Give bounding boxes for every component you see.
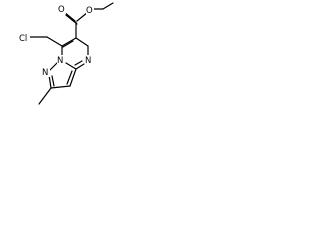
ring-n-c8a-bond: [75, 63, 85, 70]
ethyl-ch3-bond: [102, 2, 114, 10]
pyrazole-c3-c3a-inner-bond: [66, 70, 73, 85]
ring-c6-c7-bond: [75, 37, 89, 47]
carbonyl-oxygen-label: O: [58, 5, 65, 15]
ring-n-c8a-inner-bond: [74, 60, 83, 66]
chemical-structure-diagram: Cl O O N N N: [18, 2, 114, 105]
pyrazole-nitrogen-label: N: [42, 68, 48, 78]
ester-oxygen-label: O: [86, 6, 93, 16]
pyrazole-n-c2-inner-bond: [51, 75, 55, 87]
pyrazole-n-c2-bond: [48, 74, 52, 89]
methyl-bond: [38, 87, 52, 105]
ring-c6-c5-inner-bond: [62, 40, 74, 48]
ch2-to-ring-bond: [46, 36, 63, 47]
chlorine-label: Cl: [19, 34, 27, 44]
bridgehead-nitrogen-label: N: [57, 56, 63, 66]
carbonyl-bond-2: [65, 14, 78, 25]
pyrimidine-nitrogen-label: N: [85, 56, 91, 66]
ring-c8a-nbridge-bond: [65, 62, 77, 70]
pyrazole-c3-c3a-bond: [69, 68, 77, 87]
pyrazole-c2-c3-bond: [50, 85, 71, 89]
ring-c6-c5-bond: [61, 37, 77, 47]
pyrazole-nbridge-n-bond: [49, 62, 58, 71]
